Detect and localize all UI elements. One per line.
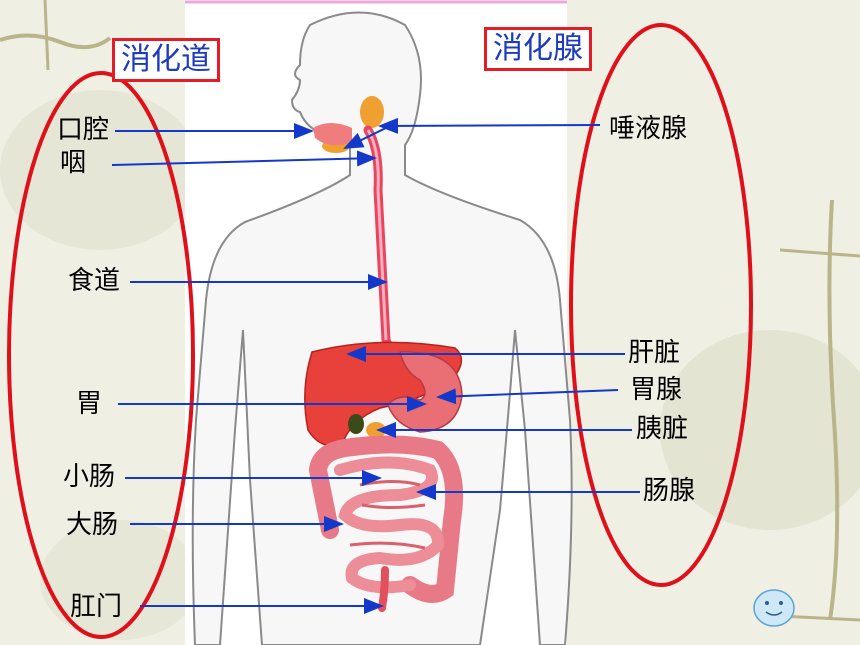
vine-decoration — [779, 248, 860, 258]
digestive-tract-group-ellipse — [7, 71, 195, 639]
label-small-intestine: 小肠 — [63, 462, 116, 492]
label-liver: 肝脏 — [628, 338, 681, 368]
vine-decoration — [43, 0, 50, 71]
vine-decoration — [827, 199, 840, 621]
background-leaf — [660, 330, 860, 530]
gallbladder — [348, 414, 364, 434]
digestive-tract-title: 消化道 — [112, 38, 220, 82]
background-leaf — [40, 520, 200, 640]
label-pharynx: 咽 — [60, 148, 87, 178]
label-salivary-gland: 唾液腺 — [609, 114, 688, 144]
arrow-gastric-gland — [436, 388, 619, 405]
smiley-icon — [753, 589, 795, 627]
label-stomach: 胃 — [76, 389, 103, 419]
stomach — [387, 351, 463, 433]
label-esophagus: 食道 — [68, 266, 121, 296]
digestive-gland-group-ellipse — [569, 23, 753, 587]
label-gastric-gland: 胃腺 — [630, 375, 683, 405]
salivary-gland — [360, 96, 384, 128]
label-large-intestine: 大肠 — [66, 510, 119, 540]
arrow-salivary-gland — [378, 117, 601, 134]
mouth-cavity — [313, 123, 352, 146]
small-intestine — [334, 456, 445, 594]
label-pancreas: 胰脏 — [636, 414, 689, 444]
large-intestine — [308, 435, 464, 603]
label-intestinal-gland: 肠腺 — [643, 476, 696, 506]
digestive-gland-title: 消化腺 — [484, 27, 592, 71]
rectum — [378, 566, 389, 612]
arrow-pharynx — [111, 150, 377, 167]
label-mouth: 口腔 — [57, 115, 110, 145]
arrow-salivary-gland-2 — [343, 125, 391, 149]
esophagus-highlight — [366, 129, 388, 341]
vine-decoration — [0, 33, 112, 50]
label-anus: 肛门 — [70, 592, 123, 622]
